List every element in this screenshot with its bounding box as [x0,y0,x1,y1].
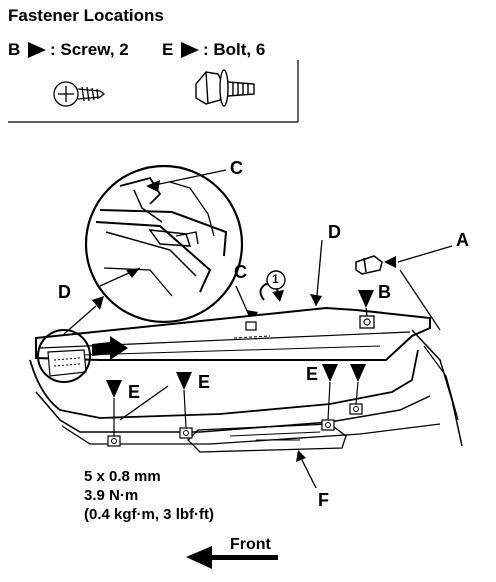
callout-c-detail: C [230,158,243,178]
leader-arrow-a-icon [384,256,396,268]
bolt-e-marker-right2-icon [350,364,366,382]
leader-arrow-d-detail-icon [126,268,140,278]
torque-size: 5 x 0.8 mm [84,468,161,485]
detail-spot-circle [37,329,91,383]
screw-b-marker-icon [358,290,374,308]
legend-bolt-letter: E [162,40,174,59]
direction-arrow-icon [186,546,278,569]
detail-leader-arrow-icon [92,296,104,310]
callout-c-main: C [234,262,247,282]
callout-e-mid: E [198,372,211,392]
torque-alt-value: (0.4 kgf·m, 3 lbf·ft) [84,506,214,523]
front-label: Front [230,536,271,553]
legend-bolt-marker-icon [181,42,199,58]
pull-direction-arrow-icon [92,336,128,360]
leader-arrow-f-icon [296,450,306,462]
bolt-e-marker-mid-icon [176,372,192,390]
callout-e-right: E [306,364,319,384]
callout-d-main: D [328,222,341,242]
leader-arrow-d-main-icon [310,294,322,306]
legend-screw-text: : Screw, 2 [50,40,129,59]
circled-step-number [266,270,286,290]
legend-screw-marker-icon [28,42,46,58]
torque-value: 3.9 N·m [84,487,139,504]
callout-e-left: E [128,382,141,402]
detail-view [84,164,244,324]
step-number: 1 [272,272,279,286]
legend-title: Fastener Locations [8,6,164,25]
callout-f: F [318,490,329,510]
legend-bolt-text: : Bolt, 6 [203,40,266,59]
callout-d-detail: D [58,282,71,302]
screw-icon [53,81,106,107]
leader-arrow-c-icon [146,180,160,192]
rotation-arrowhead-icon [272,290,284,302]
clip-a [355,255,383,275]
callout-a: A [456,230,469,250]
callout-b: B [378,282,391,302]
legend-box [8,60,299,123]
bolt-e-leaders [113,381,359,436]
legend-screw-letter: B [8,40,21,59]
trim-panel [29,269,463,453]
screw-b-leader [365,307,368,317]
bolt-e-marker-left-icon [106,380,122,398]
bolt-e-marker-right1-icon [322,364,338,382]
bolt-icon [195,69,255,107]
